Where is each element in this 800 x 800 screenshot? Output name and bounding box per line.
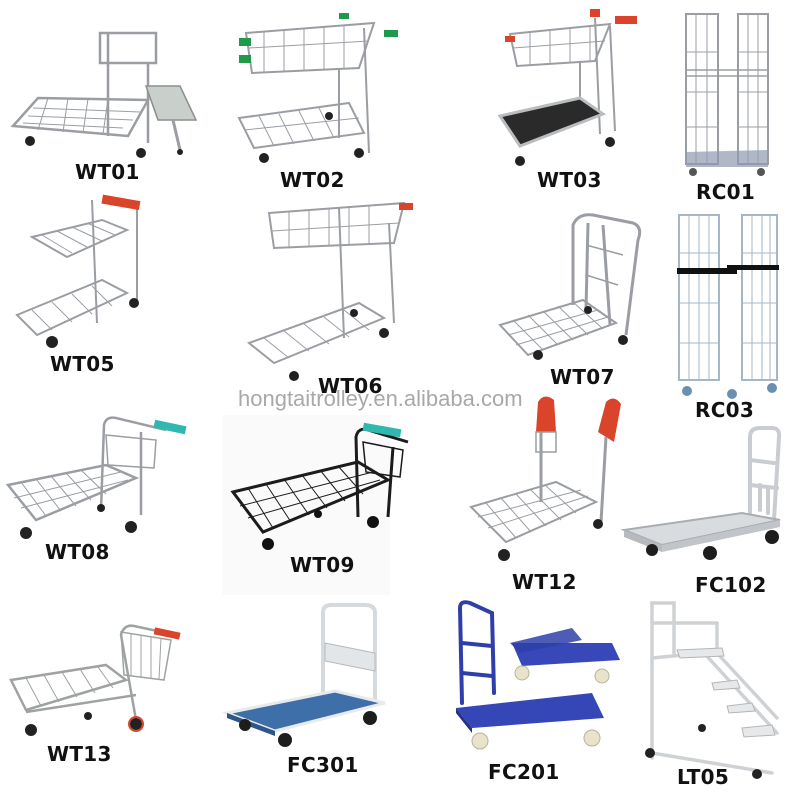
product-code: WT09 xyxy=(290,553,355,577)
two-tier-basket-cart-image xyxy=(237,13,398,163)
product-code: WT03 xyxy=(537,168,602,192)
basket-cart-with-deck-image xyxy=(497,9,637,166)
product-code: WT07 xyxy=(550,365,615,389)
roll-cage-with-shelf-image xyxy=(685,13,769,176)
product-code: WT13 xyxy=(47,742,112,766)
folding-platform-blue-image xyxy=(221,603,386,747)
two-tier-wire-cart-image xyxy=(15,194,141,348)
flatbed-wire-cart-image xyxy=(5,416,187,539)
platform-truck-grey-image xyxy=(620,426,782,560)
watermark-text: hongtaitrolley.en.alibaba.com xyxy=(238,386,523,411)
product-code: RC03 xyxy=(695,398,755,422)
wt09-photo-backdrop xyxy=(222,415,390,595)
product-code: WT01 xyxy=(75,160,140,184)
product-code: RC01 xyxy=(696,180,756,204)
product-code: WT06 xyxy=(318,374,383,398)
flatbed-basket-cart-image xyxy=(9,624,181,736)
folding-platform-royal-blue-image xyxy=(456,600,620,750)
ladder-trolley-image xyxy=(645,601,779,779)
black-flatbed-cart-image xyxy=(230,422,409,550)
product-code: WT08 xyxy=(45,540,110,564)
product-code: FC102 xyxy=(695,573,767,597)
roll-cage-with-strap-image xyxy=(677,214,779,399)
product-code: FC201 xyxy=(488,760,560,784)
product-code: FC301 xyxy=(287,753,359,777)
wire-trolley-image xyxy=(469,396,621,561)
folding-wire-trolley-image xyxy=(498,213,642,360)
product-code: WT12 xyxy=(512,570,577,594)
product-code: WT02 xyxy=(280,168,345,192)
basket-wire-cart-image xyxy=(246,201,413,381)
product-code: LT05 xyxy=(677,765,730,789)
product-code: WT05 xyxy=(50,352,115,376)
wire-cart-with-seat-image xyxy=(10,31,198,158)
